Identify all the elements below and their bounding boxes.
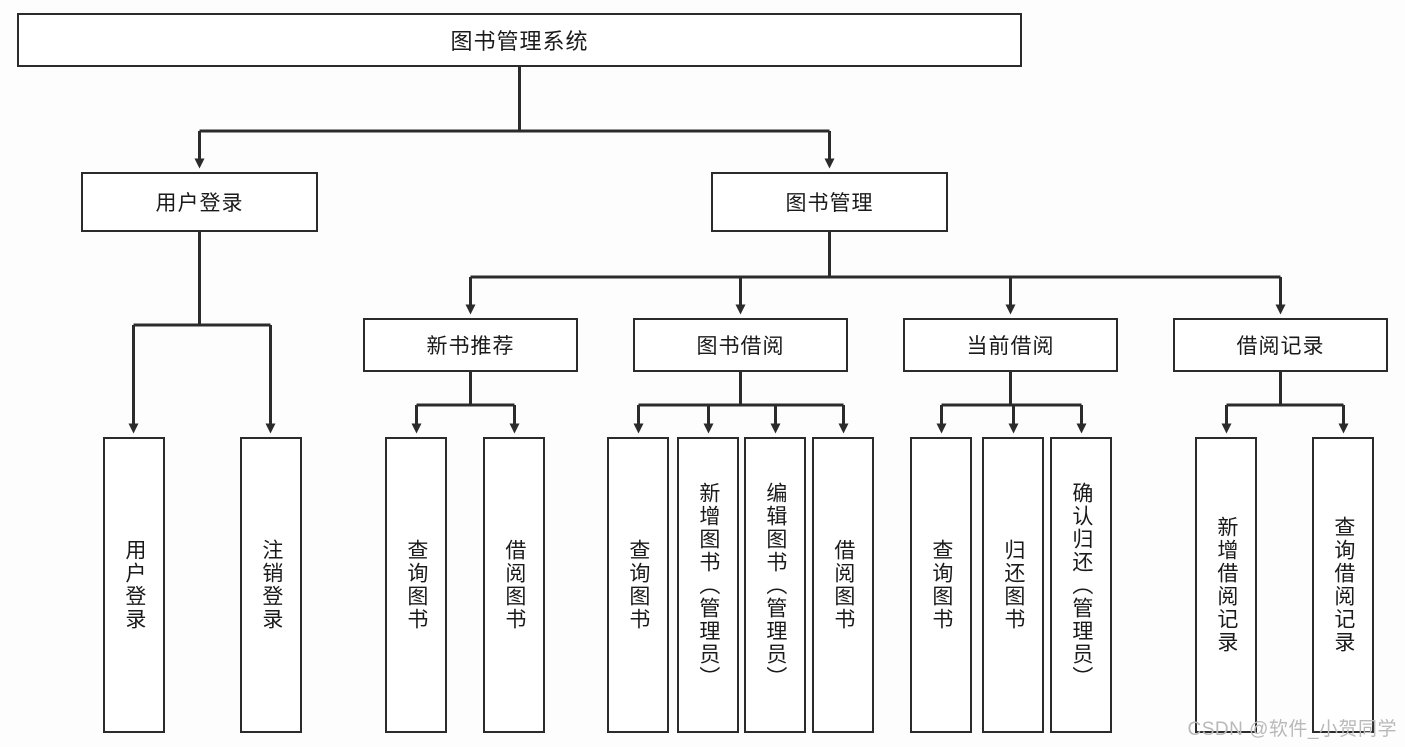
- node-current-borrow[interactable]: 当前借阅: [903, 318, 1118, 372]
- leaf-node[interactable]: 查询图书: [385, 437, 447, 733]
- leaf-label: 借阅图书: [502, 539, 526, 631]
- leaf-label: 查询图书: [404, 539, 428, 631]
- node-book-management[interactable]: 图书管理: [711, 172, 948, 232]
- leaf-node[interactable]: 新增借阅记录: [1195, 437, 1257, 733]
- leaf-label: 新增借阅记录: [1214, 516, 1238, 654]
- csdn-watermark: CSDN @软件_小贺同学: [1187, 719, 1397, 740]
- leaf-node[interactable]: 查询图书: [607, 437, 669, 733]
- leaf-label: 查询图书: [626, 539, 650, 631]
- leaf-node[interactable]: 确认归还（管理员）: [1050, 437, 1112, 733]
- leaf-label: 查询图书: [929, 539, 953, 631]
- leaf-node[interactable]: 查询借阅记录: [1312, 437, 1374, 733]
- leaf-node[interactable]: 编辑图书（管理员）: [744, 437, 806, 733]
- leaf-node[interactable]: 新增图书（管理员）: [677, 437, 739, 733]
- node-book-borrow[interactable]: 图书借阅: [633, 318, 848, 372]
- node-new-book-recommend[interactable]: 新书推荐: [363, 318, 578, 372]
- leaf-label: 注销登录: [259, 539, 283, 631]
- leaf-node[interactable]: 借阅图书: [483, 437, 545, 733]
- leaf-node[interactable]: 注销登录: [240, 437, 302, 733]
- leaf-node[interactable]: 借阅图书: [812, 437, 874, 733]
- leaf-label: 编辑图书（管理员）: [763, 481, 787, 689]
- leaf-label: 借阅图书: [831, 539, 855, 631]
- leaf-node[interactable]: 用户登录: [103, 437, 165, 733]
- node-borrow-records[interactable]: 借阅记录: [1173, 318, 1388, 372]
- node-root-system[interactable]: 图书管理系统: [17, 13, 1022, 67]
- leaf-label: 归还图书: [1001, 539, 1025, 631]
- leaf-label: 新增图书（管理员）: [696, 481, 720, 689]
- leaf-node[interactable]: 归还图书: [982, 437, 1044, 733]
- leaf-label: 用户登录: [122, 539, 146, 631]
- leaf-label: 确认归还（管理员）: [1069, 481, 1093, 689]
- leaf-label: 查询借阅记录: [1331, 516, 1355, 654]
- leaf-node[interactable]: 查询图书: [910, 437, 972, 733]
- node-user-login[interactable]: 用户登录: [81, 172, 318, 232]
